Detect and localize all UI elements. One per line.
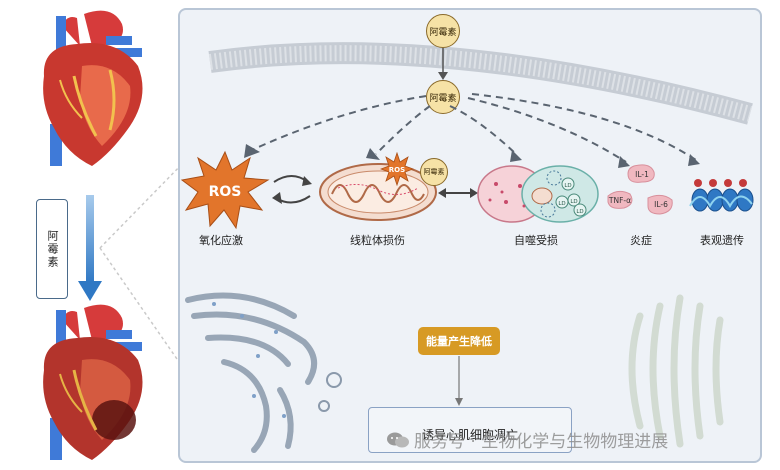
doxorubicin-side-label: 阿霉素 [36,199,68,299]
ros-text: ROS [209,184,242,200]
il6-label: IL-6 [654,200,668,209]
nucleosome-icon [689,179,754,212]
cell-membrane [208,42,753,125]
il1-label: IL-1 [635,170,649,179]
drug-top-circle: 阿霉素 [426,14,460,48]
oxidative-stress-label: 氧化应激 [199,234,243,247]
mito-damage-label: 线粒体损伤 [350,234,405,247]
zoom-connector-lines [99,159,187,373]
cytokine-blobs-icon: IL-1 TNF-α IL-6 [607,164,673,215]
energy-to-death-arrow [455,356,463,406]
autophagy-organelles-icon: LD LD LD LD [477,165,599,223]
ld-text-3: LD [558,201,565,207]
watermark-text: 服务号 · 生物化学与生物物理进展 [414,432,669,452]
damaged-heart-illustration [43,304,143,460]
inflammation-label: 炎症 [630,234,652,247]
ros-small-burst-icon: ROS [380,152,414,186]
down-arrow [78,195,102,301]
epigenetics-label: 表观遗传 [700,234,744,247]
ros-small-text: ROS [389,166,405,174]
ld-text-1: LD [564,183,571,189]
ld-text-4: LD [576,209,583,215]
drug-small-circle: 阿霉素 [420,158,448,186]
er-outline-decoration [185,292,342,453]
wechat-icon [387,432,409,448]
ros-burst-icon: ROS [180,150,270,230]
autophagy-label: 自噬受损 [514,234,558,247]
ros-mito-cycle-arrows [272,175,312,204]
side-drug-text: 阿霉素 [46,229,59,269]
mito-autophagy-arrow [438,188,478,198]
dashed-pathway-arrows [244,93,700,168]
drug-entry-arrow [438,48,448,80]
tnf-label: TNF-α [608,196,631,205]
energy-drop-box: 能量产生降低 [418,327,500,355]
healthy-heart-illustration [43,10,143,166]
ld-text-2: LD [570,199,577,205]
golgi-outline-decoration [628,294,724,448]
